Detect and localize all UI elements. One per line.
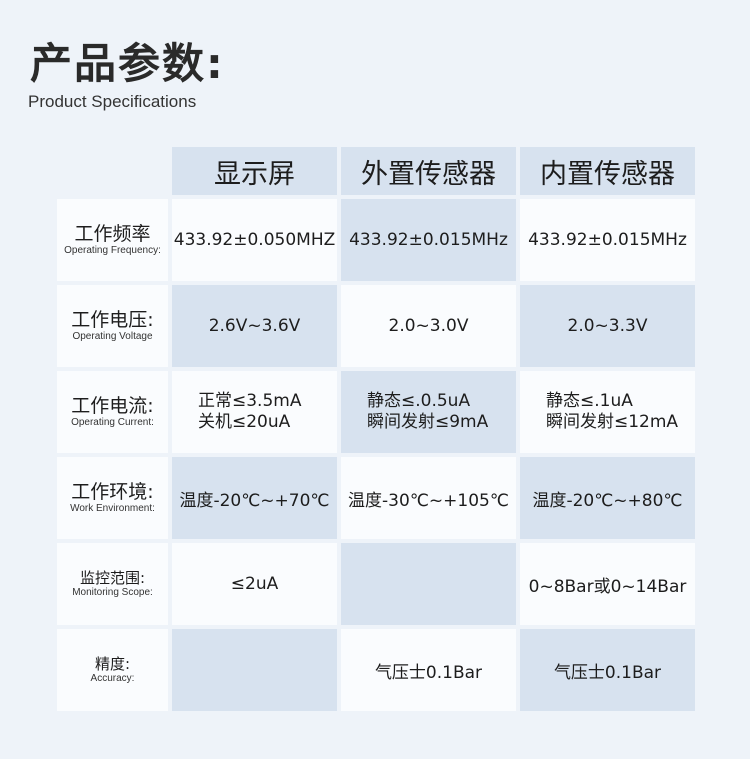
column-header-internal-sensor: 内置传感器 [520,147,695,195]
row-label-cn: 精度: [94,655,131,673]
row-label-cn: 工作频率 [74,222,151,245]
row-label-cn: 工作环境: [71,480,154,503]
table-cell: 静态≤.0.5uA 瞬间发射≤9mA [341,371,516,453]
table-cell: 正常≤3.5mA 关机≤20uA [172,371,337,453]
row-label-environment: 工作环境: Work Environment: [57,457,168,539]
cell-line: 关机≤20uA [198,412,291,432]
table-cell: 温度-20℃~+70℃ [172,457,337,539]
row-label-en: Operating Voltage [72,331,153,343]
table-cell: 静态≤.1uA 瞬间发射≤12mA [520,371,695,453]
page-title: 产品参数: [30,39,225,88]
table-cell: 2.0~3.3V [520,285,695,367]
table-cell: 433.92±0.050MHZ [172,199,337,281]
table-cell: 温度-20℃~+80℃ [520,457,695,539]
row-label-en: Accuracy: [90,673,135,684]
table-cell: 2.6V~3.6V [172,285,337,367]
row-label-cn: 工作电流: [71,394,154,417]
row-label-frequency: 工作频率 Operating Frequency: [57,199,168,281]
table-cell [172,629,337,711]
cell-line: 正常≤3.5mA [198,390,302,411]
row-label-en: Monitoring Scope: [72,587,153,598]
row-label-cn: 监控范围: [79,569,146,587]
column-header-external-sensor: 外置传感器 [341,147,516,195]
row-label-en: Operating Current: [71,417,154,429]
page-subtitle: Product Specifications [28,92,197,111]
row-label-current: 工作电流: Operating Current: [57,371,168,453]
table-cell [341,543,516,625]
row-label-accuracy: 精度: Accuracy: [57,629,168,711]
table-cell: 温度-30℃~+105℃ [341,457,516,539]
row-label-voltage: 工作电压: Operating Voltage [57,285,168,367]
table-cell: 433.92±0.015MHz [520,199,695,281]
cell-line: 静态≤.1uA [546,390,633,411]
cell-line: 静态≤.0.5uA [367,390,471,411]
table-cell: 气压士0.1Bar [520,629,695,711]
table-cell: 433.92±0.015MHz [341,199,516,281]
table-cell: 2.0~3.0V [341,285,516,367]
row-label-en: Operating Frequency: [64,245,161,257]
table-cell: 气压士0.1Bar [341,629,516,711]
row-label-monitoring-scope: 监控范围: Monitoring Scope: [57,543,168,625]
spec-table: 显示屏 外置传感器 内置传感器 工作频率 Operating Frequency… [57,147,695,711]
row-label-cn: 工作电压: [71,308,154,331]
column-header-display: 显示屏 [172,147,337,195]
table-cell: 0~8Bar或0~14Bar [520,543,695,625]
row-label-en: Work Environment: [70,503,155,515]
table-corner [57,147,168,195]
table-cell: ≤2uA [172,543,337,625]
cell-line: 瞬间发射≤12mA [546,412,679,432]
cell-line: 瞬间发射≤9mA [367,412,489,432]
